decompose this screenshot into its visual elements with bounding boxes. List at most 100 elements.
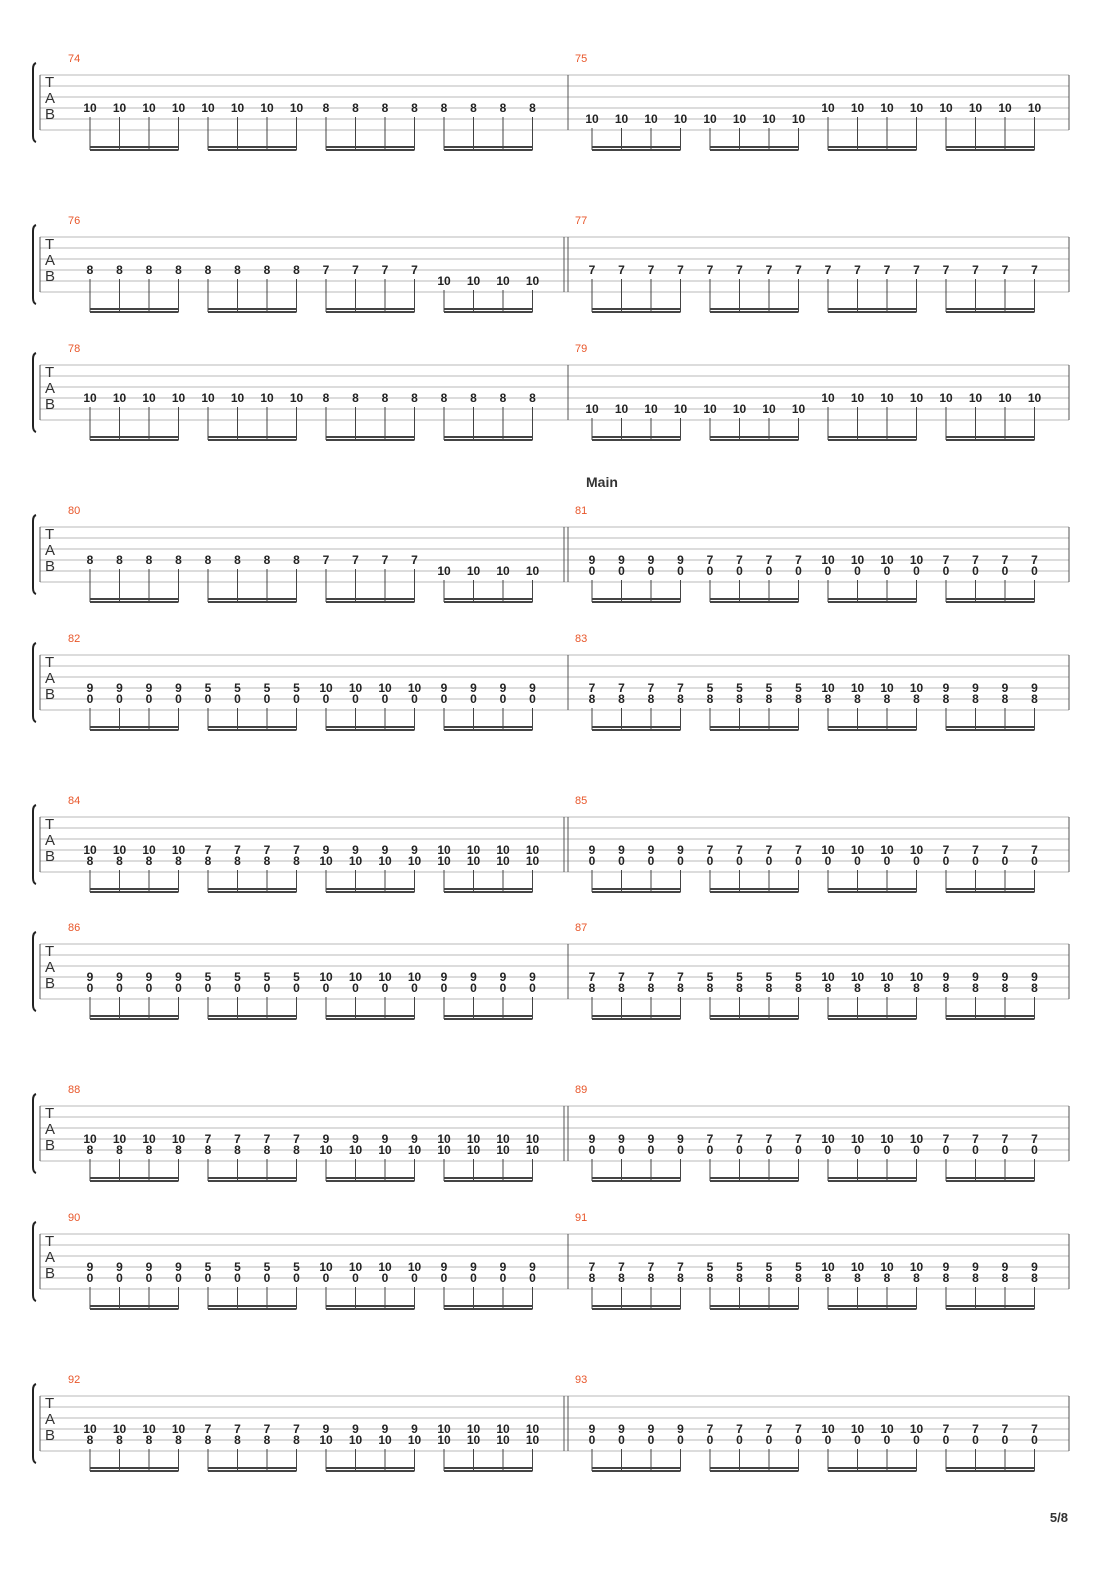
fret-number: 0 <box>352 981 359 995</box>
fret-number: 10 <box>910 391 924 405</box>
measure-number: 83 <box>575 633 587 645</box>
fret-number: 9 <box>618 1132 625 1146</box>
fret-number: 7 <box>352 553 359 567</box>
fret-number: 10 <box>851 553 865 567</box>
tab-clef-letter: A <box>45 542 55 559</box>
fret-number: 0 <box>500 1271 507 1285</box>
fret-number: 0 <box>1031 564 1038 578</box>
fret-number: 10 <box>910 101 924 115</box>
fret-number: 0 <box>234 1271 241 1285</box>
fret-number: 8 <box>707 692 714 706</box>
system-bracket <box>32 224 37 305</box>
fret-number: 8 <box>175 553 182 567</box>
fret-number: 8 <box>352 101 359 115</box>
system-bracket <box>32 1383 37 1464</box>
tab-clef-letter: T <box>45 816 54 833</box>
fret-number: 7 <box>913 263 920 277</box>
fret-number: 5 <box>736 1260 743 1274</box>
fret-number: 10 <box>851 843 865 857</box>
tab-clef-letter: T <box>45 1233 54 1250</box>
fret-number: 9 <box>529 1260 536 1274</box>
fret-number: 0 <box>589 854 596 868</box>
tab-clef-letter: B <box>45 268 55 285</box>
fret-number: 9 <box>1031 1260 1038 1274</box>
system-bracket <box>32 62 37 143</box>
fret-number: 10 <box>851 681 865 695</box>
fret-number: 7 <box>736 263 743 277</box>
fret-number: 7 <box>707 1422 714 1436</box>
fret-number: 0 <box>972 1143 979 1157</box>
fret-number: 9 <box>116 1260 123 1274</box>
fret-number: 10 <box>880 970 894 984</box>
fret-number: 10 <box>349 1143 363 1157</box>
fret-number: 10 <box>172 843 186 857</box>
fret-number: 10 <box>113 1422 127 1436</box>
tab-clef-letter: A <box>45 380 55 397</box>
tab-clef-letter: A <box>45 1121 55 1138</box>
fret-number: 0 <box>736 854 743 868</box>
fret-number: 7 <box>766 1422 773 1436</box>
fret-number: 8 <box>618 981 625 995</box>
fret-number: 7 <box>589 681 596 695</box>
fret-number: 10 <box>467 854 481 868</box>
fret-number: 10 <box>821 1132 835 1146</box>
fret-number: 10 <box>437 274 451 288</box>
fret-number: 10 <box>910 843 924 857</box>
fret-number: 7 <box>1031 553 1038 567</box>
fret-number: 10 <box>526 274 540 288</box>
fret-number: 10 <box>792 402 806 416</box>
fret-number: 9 <box>411 1132 418 1146</box>
fret-number: 7 <box>1002 553 1009 567</box>
fret-number: 10 <box>526 854 540 868</box>
fret-number: 7 <box>264 1132 271 1146</box>
tab-clef-letter: T <box>45 364 54 381</box>
fret-number: 10 <box>526 1143 540 1157</box>
fret-number: 9 <box>352 843 359 857</box>
fret-number: 10 <box>349 854 363 868</box>
fret-number: 9 <box>1002 681 1009 695</box>
tab-clef-letter: T <box>45 526 54 543</box>
measure-number: 79 <box>575 343 587 355</box>
fret-number: 7 <box>648 263 655 277</box>
fret-number: 10 <box>821 1260 835 1274</box>
fret-number: 10 <box>378 970 392 984</box>
fret-number: 10 <box>821 101 835 115</box>
fret-number: 9 <box>943 970 950 984</box>
fret-number: 10 <box>703 402 717 416</box>
fret-number: 10 <box>851 101 865 115</box>
fret-number: 10 <box>142 101 156 115</box>
fret-number: 0 <box>589 1143 596 1157</box>
fret-number: 9 <box>411 1422 418 1436</box>
tab-clef-letter: B <box>45 975 55 992</box>
fret-number: 0 <box>116 692 123 706</box>
fret-number: 9 <box>500 970 507 984</box>
fret-number: 10 <box>880 1260 894 1274</box>
tab-clef-letter: A <box>45 1411 55 1428</box>
fret-number: 0 <box>293 1271 300 1285</box>
fret-number: 0 <box>707 564 714 578</box>
tab-clef-letter: B <box>45 1265 55 1282</box>
fret-number: 8 <box>411 101 418 115</box>
fret-number: 8 <box>589 981 596 995</box>
tab-clef-letter: T <box>45 1105 54 1122</box>
fret-number: 9 <box>323 1422 330 1436</box>
system-bracket <box>32 352 37 433</box>
fret-number: 10 <box>851 1260 865 1274</box>
fret-number: 8 <box>323 101 330 115</box>
fret-number: 7 <box>648 1260 655 1274</box>
fret-number: 10 <box>172 1132 186 1146</box>
fret-number: 8 <box>972 1271 979 1285</box>
fret-number: 0 <box>589 564 596 578</box>
fret-number: 9 <box>116 681 123 695</box>
fret-number: 0 <box>825 854 832 868</box>
measure-number: 88 <box>68 1084 80 1096</box>
measure-number: 75 <box>575 53 587 65</box>
fret-number: 0 <box>529 692 536 706</box>
fret-number: 8 <box>500 101 507 115</box>
fret-number: 0 <box>441 1271 448 1285</box>
fret-number: 9 <box>87 681 94 695</box>
fret-number: 8 <box>441 101 448 115</box>
fret-number: 9 <box>529 970 536 984</box>
fret-number: 0 <box>884 564 891 578</box>
fret-number: 9 <box>382 1422 389 1436</box>
